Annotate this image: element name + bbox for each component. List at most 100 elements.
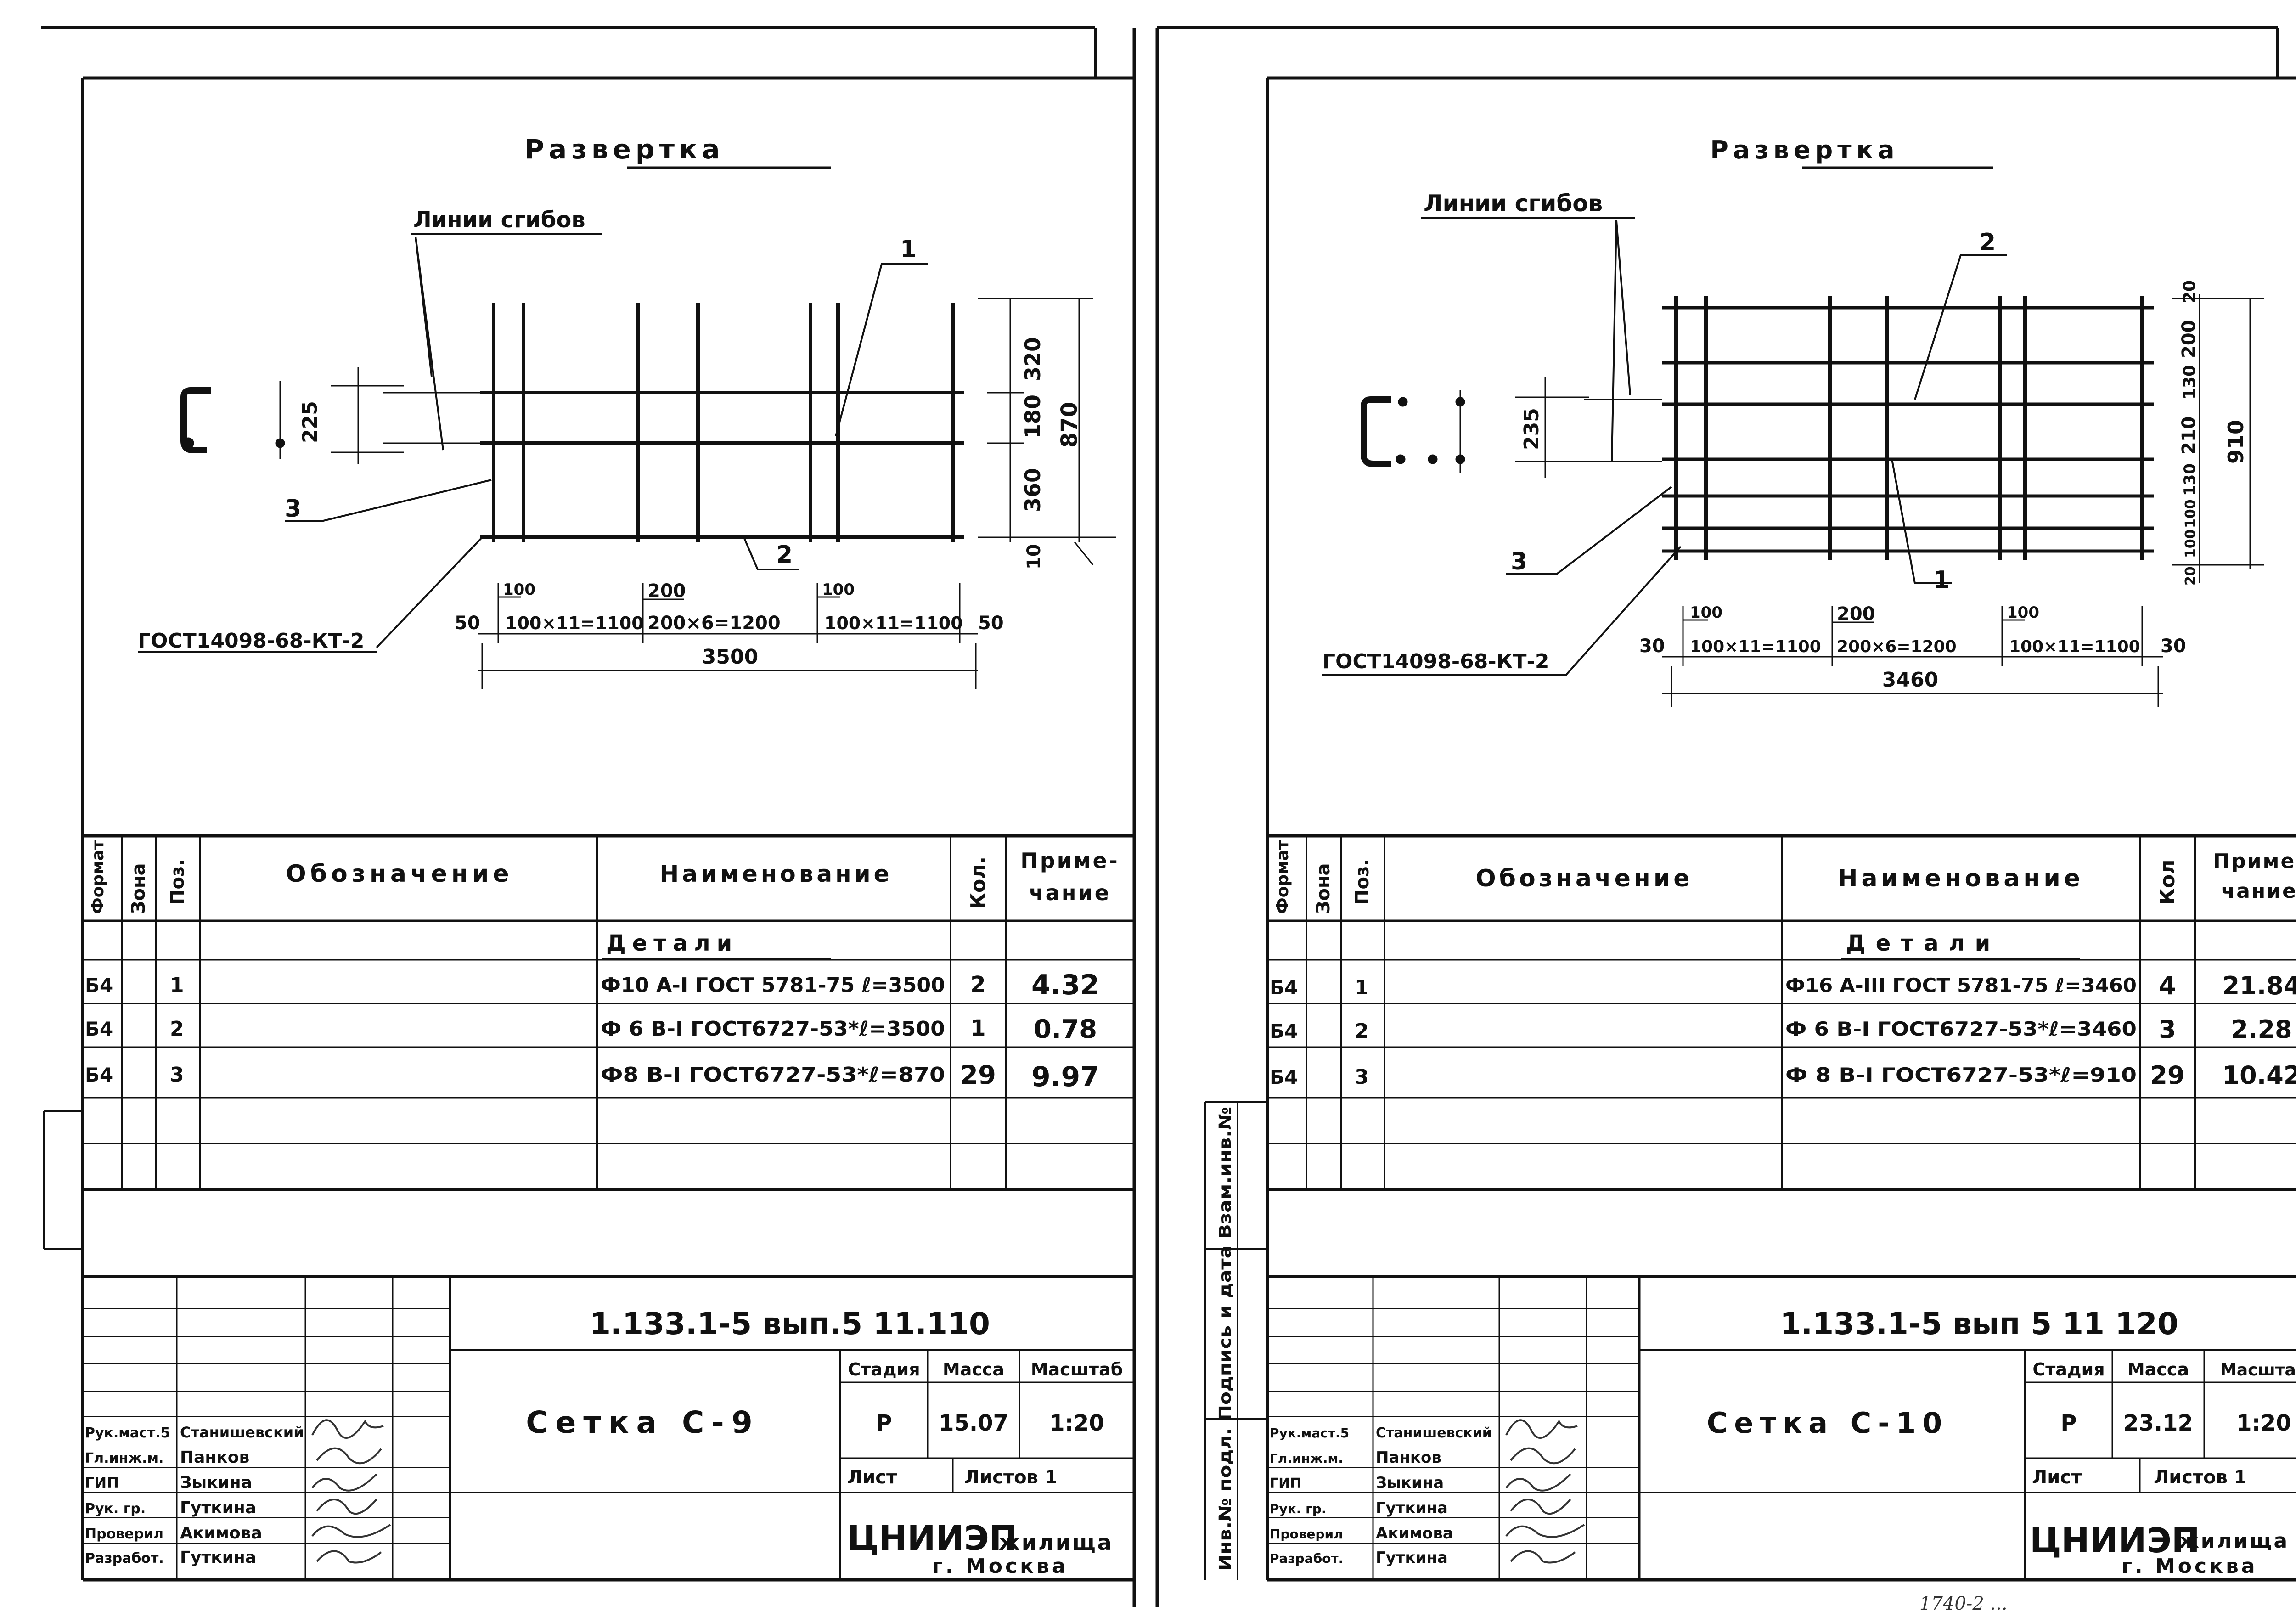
right-row2-name: Ф 6 В-I ГОСТ6727-53*ℓ=3460 [1785, 1018, 2137, 1040]
right-name-4: Гуткина [1376, 1499, 1448, 1517]
right-name-2: Панков [1376, 1448, 1441, 1467]
right-dim-d3: 100 [2007, 603, 2039, 622]
left-row3-pos: 3 [170, 1063, 184, 1087]
left-doc-code: 1.133.1-5 вып.5 11.110 [590, 1306, 990, 1341]
right-dim-100a: 100 [2183, 499, 2199, 528]
left-name-3: Зыкина [180, 1473, 252, 1492]
right-dim-20a: 20 [2180, 280, 2199, 303]
left-hdr-qty: Кол. [967, 856, 990, 909]
footer-note: 1740-2 ... [1919, 1593, 2008, 1614]
right-dim-210: 210 [2178, 417, 2200, 455]
left-name-6: Гуткина [180, 1548, 256, 1567]
left-row1-pos: 1 [170, 974, 184, 997]
right-row3-note: 10.42 [2223, 1061, 2296, 1090]
right-right-dims [2172, 294, 2264, 583]
right-stage: Р [2060, 1410, 2077, 1436]
right-dim-span-mid: 200×6=1200 [1837, 637, 1957, 656]
right-dim-end-right: 30 [2161, 636, 2186, 657]
left-dim-10: 10 [1024, 544, 1045, 569]
left-row1-name: Ф10 А-I ГОСТ 5781-75 ℓ=3500 [601, 974, 945, 997]
sheet-frame [41, 26, 2296, 1607]
right-gost-label: ГОСТ14098-68-КТ-2 [1322, 650, 1549, 673]
left-signatures [311, 1419, 391, 1564]
right-dim-100b: 100 [2183, 529, 2199, 558]
left-role-4: Рук. гр. [85, 1501, 146, 1517]
right-row1-note: 21.84 [2223, 971, 2296, 1000]
right-callout-1: 1 [1933, 566, 1950, 594]
left-hdr-format: Формат [89, 840, 107, 914]
left-sheets-label: Листов 1 [964, 1467, 1058, 1488]
right-role-3: ГИП [1270, 1476, 1301, 1492]
left-people: Рук.маст.5 Станишевский Гл.инж.м. Панков… [85, 1424, 304, 1567]
left-hdr-name: Наименование [659, 861, 892, 887]
right-people: Рук.маст.5 Станишевский Гл.инж.м. Панков… [1270, 1425, 1492, 1567]
left-name-5: Акимова [180, 1524, 262, 1543]
right-scale-label: Масштаб [2220, 1361, 2296, 1380]
left-sheet-label: Лист [847, 1467, 897, 1488]
left-scale-label: Масштаб [1031, 1359, 1123, 1380]
left-titleblock [83, 1275, 1134, 1580]
right-dim-span-right: 100×11=1100 [2009, 637, 2140, 656]
left-row2-format: Б4 [85, 1018, 113, 1040]
right-dim-200: 200 [2178, 320, 2200, 359]
left-section-details: Детали [606, 930, 738, 956]
left-row2-name: Ф 6 В-I ГОСТ6727-53*ℓ=3500 [601, 1017, 945, 1041]
left-row1-format: Б4 [85, 974, 113, 997]
right-name-3: Зыкина [1376, 1474, 1444, 1492]
right-row2-pos: 2 [1355, 1020, 1369, 1043]
left-dim-end-left: 50 [455, 613, 480, 634]
left-gost-label: ГОСТ14098-68-КТ-2 [138, 629, 364, 653]
right-stamp-text: Инв.№ подл. Подпись и дата Взам.инв.№ [1216, 1107, 1235, 1571]
left-profile-shape [180, 367, 404, 464]
right-profile-shape [1361, 377, 1589, 478]
right-row3-format: Б4 [1270, 1066, 1298, 1088]
right-dim-d1: 100 [1690, 603, 1722, 622]
left-dim-360: 360 [1020, 468, 1045, 512]
left-dim-span-left: 100×11=1100 [505, 613, 644, 633]
left-dim-320: 320 [1020, 337, 1045, 381]
right-drawing-title: Развертка [1710, 135, 1899, 164]
right-stamp-strip [1204, 1101, 1267, 1580]
right-stage-label: Стадия [2032, 1359, 2105, 1380]
right-hdr-name: Наименование [1838, 865, 2084, 892]
right-callout-2: 2 [1979, 229, 1996, 256]
right-hdr-qty: Кол [2156, 860, 2179, 905]
right-name-5: Акимова [1376, 1524, 1453, 1543]
left-mass-label: Масса [943, 1359, 1004, 1380]
left-mesh [383, 303, 964, 542]
right-row1-name: Ф16 А-III ГОСТ 5781-75 ℓ=3460 [1785, 974, 2137, 997]
right-role-2: Гл.инж.м. [1270, 1451, 1343, 1466]
left-side-strip [43, 1110, 83, 1250]
right-leaders [1506, 220, 2007, 676]
right-overall-height: 910 [2223, 420, 2248, 464]
right-doc-code: 1.133.1-5 вып 5 11 120 [1780, 1306, 2178, 1341]
right-item-title: Сетка С-10 [1707, 1406, 1949, 1440]
left-org-suffix: жилища [999, 1530, 1114, 1555]
right-org: ЦНИИЭП [2030, 1521, 2200, 1561]
left-hdr-pos: Поз. [167, 859, 188, 905]
left-dim-d3: 100 [822, 580, 855, 599]
right-spec-table [1267, 834, 2296, 1191]
left-dim-total: 3500 [702, 645, 758, 669]
left-role-2: Гл.инж.м. [85, 1450, 163, 1466]
right-hdr-zone: Зона [1313, 863, 1334, 914]
left-dim-d2: 200 [647, 580, 686, 602]
left-callout-2: 2 [776, 541, 793, 569]
right-sheet-label: Лист [2032, 1467, 2082, 1488]
right-mass: 23.12 [2123, 1410, 2193, 1436]
right-dim-total: 3460 [1882, 668, 1938, 692]
left-name-2: Панков [180, 1448, 249, 1467]
right-city: г. Москва [2122, 1555, 2258, 1578]
right-dim-130a: 130 [2180, 365, 2199, 400]
right-signatures [1505, 1419, 1585, 1564]
right-titleblock [1267, 1275, 2296, 1580]
left-org: ЦНИИЭП [847, 1519, 1018, 1558]
right-spec-row: Б4 2 Ф 6 В-I ГОСТ6727-53*ℓ=3460 3 2.28 [1270, 1015, 2292, 1044]
left-hdr-zone: Зона [128, 863, 149, 914]
right-scale: 1:20 [2236, 1410, 2291, 1436]
left-spec-row: Б4 3 Ф8 В-I ГОСТ6727-53*ℓ=870 29 9.97 [85, 1060, 1099, 1093]
left-callout-3: 3 [285, 495, 301, 523]
left-role-3: ГИП [85, 1474, 119, 1492]
right-row3-qty: 29 [2150, 1061, 2184, 1090]
right-dim-span-left: 100×11=1100 [1690, 637, 1821, 656]
